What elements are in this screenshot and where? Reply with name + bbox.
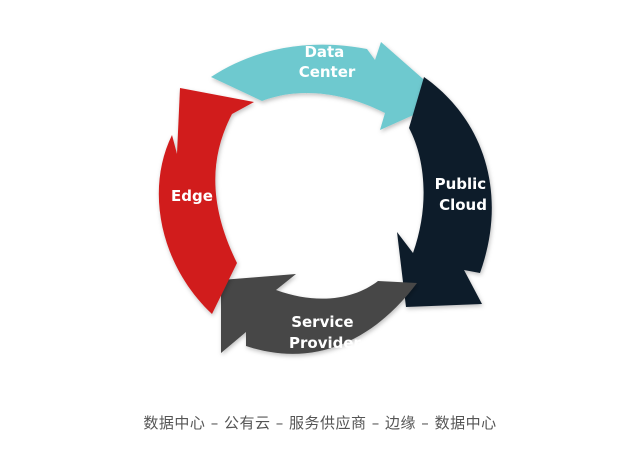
public-cloud-label-line: Cloud <box>439 196 487 214</box>
public-cloud-label-line: Public <box>435 175 487 193</box>
data-center-label-line: Center <box>299 63 356 81</box>
edge-arrow <box>158 88 254 314</box>
diagram-caption: 数据中心 – 公有云 – 服务供应商 – 边缘 – 数据中心 <box>143 414 497 432</box>
service-provider-label-line: Provider <box>289 334 362 352</box>
service-provider-arrow <box>221 274 417 354</box>
edge-label-line: Edge <box>171 187 213 205</box>
data-center-label: Data Center <box>299 43 356 81</box>
service-provider-label: Service Provider <box>289 313 362 352</box>
public-cloud-arrow <box>397 77 492 307</box>
public-cloud-label: Public Cloud <box>435 175 492 214</box>
edge-label: Edge <box>171 187 213 205</box>
data-center-label-line: Data <box>304 43 344 61</box>
service-provider-label-line: Service <box>291 313 353 331</box>
data-center-arrow <box>211 42 447 130</box>
